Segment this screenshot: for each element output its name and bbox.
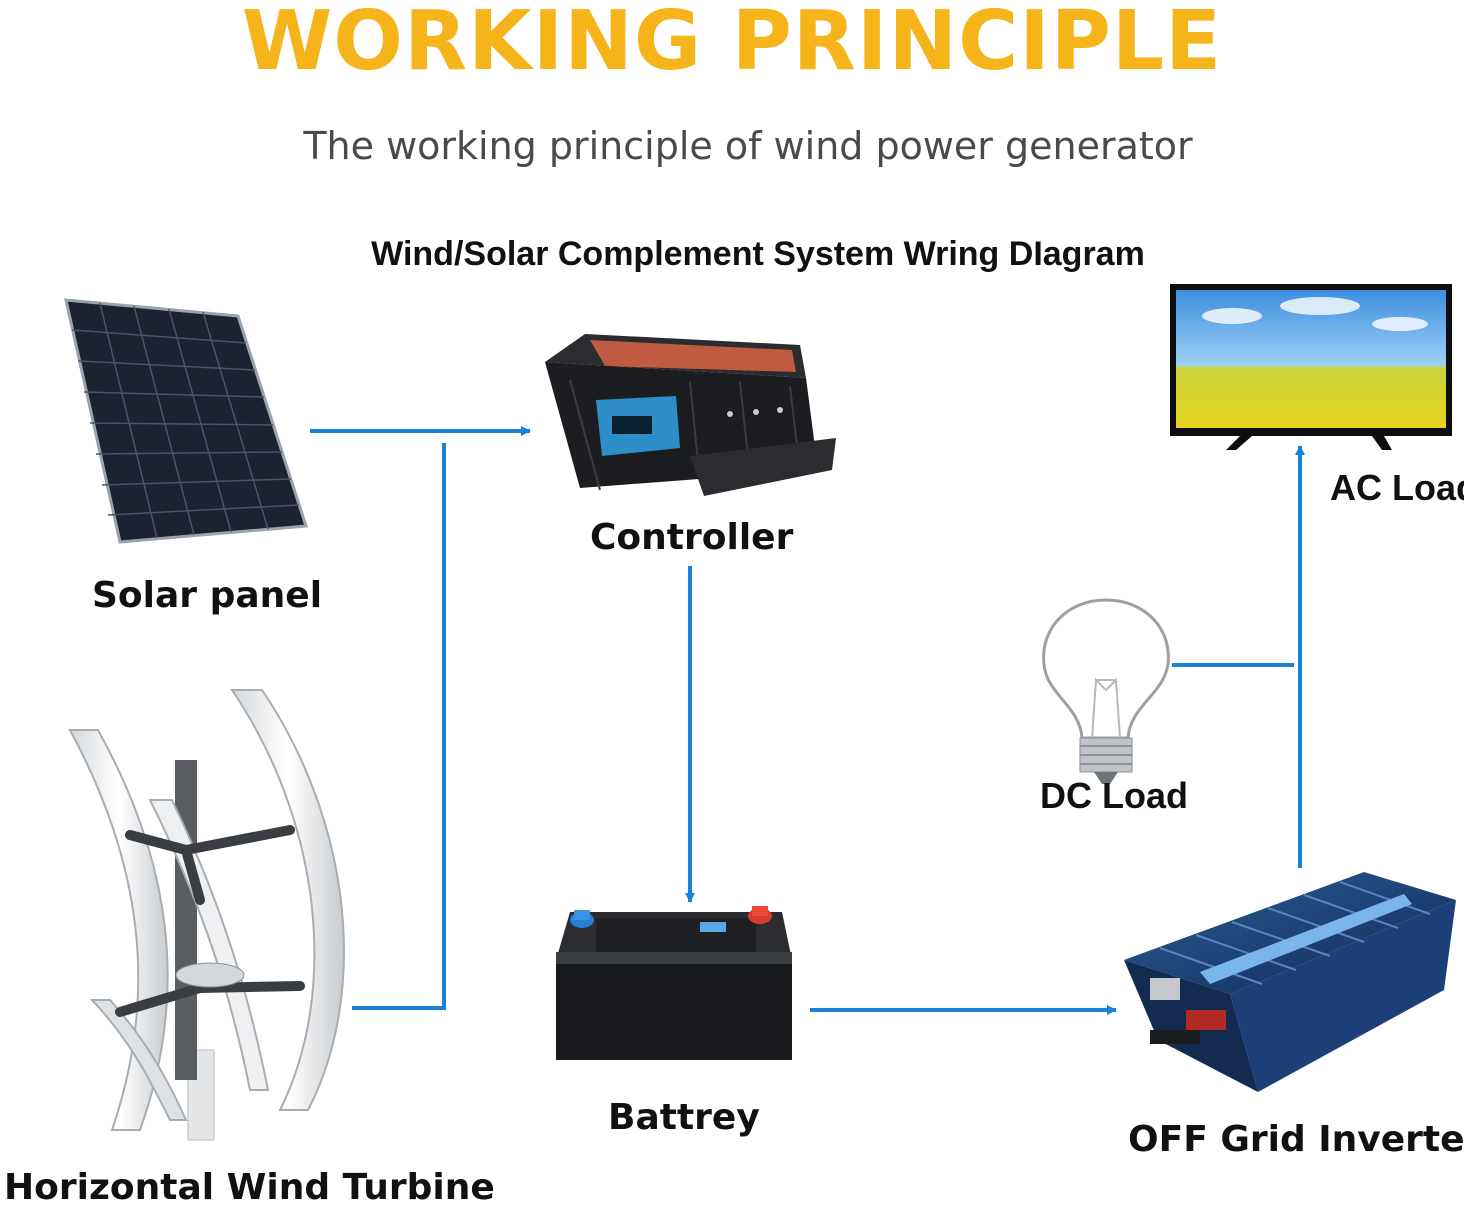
wiring-diagram-title: Wind/Solar Complement System Wring DIagr… bbox=[371, 235, 1145, 273]
battery-icon bbox=[556, 906, 792, 1060]
controller-icon bbox=[545, 334, 836, 496]
dc-load-label: DC Load bbox=[1040, 775, 1188, 816]
wind-turbine-label: Horizontal Wind Turbine bbox=[4, 1167, 495, 1208]
wind-turbine-icon bbox=[68, 689, 345, 1141]
solar-panel-icon bbox=[64, 298, 309, 544]
battery-label: Battrey bbox=[608, 1097, 760, 1138]
ac-load-icon bbox=[1170, 284, 1452, 450]
controller-label: Controller bbox=[590, 517, 794, 558]
diagram-subtitle: The working principle of wind power gene… bbox=[303, 124, 1193, 168]
inverter-label: OFF Grid Inverter bbox=[1128, 1119, 1464, 1160]
diagram-main-title: WORKING PRINCIPLE bbox=[241, 0, 1223, 89]
wiring-lines bbox=[310, 426, 1305, 1015]
solar-panel-label: Solar panel bbox=[92, 575, 323, 616]
dc-load-icon bbox=[1042, 598, 1170, 784]
ac-load-label: AC Load bbox=[1330, 467, 1464, 508]
line-turbine-to-controller bbox=[352, 443, 446, 1010]
inverter-icon bbox=[1124, 872, 1456, 1092]
